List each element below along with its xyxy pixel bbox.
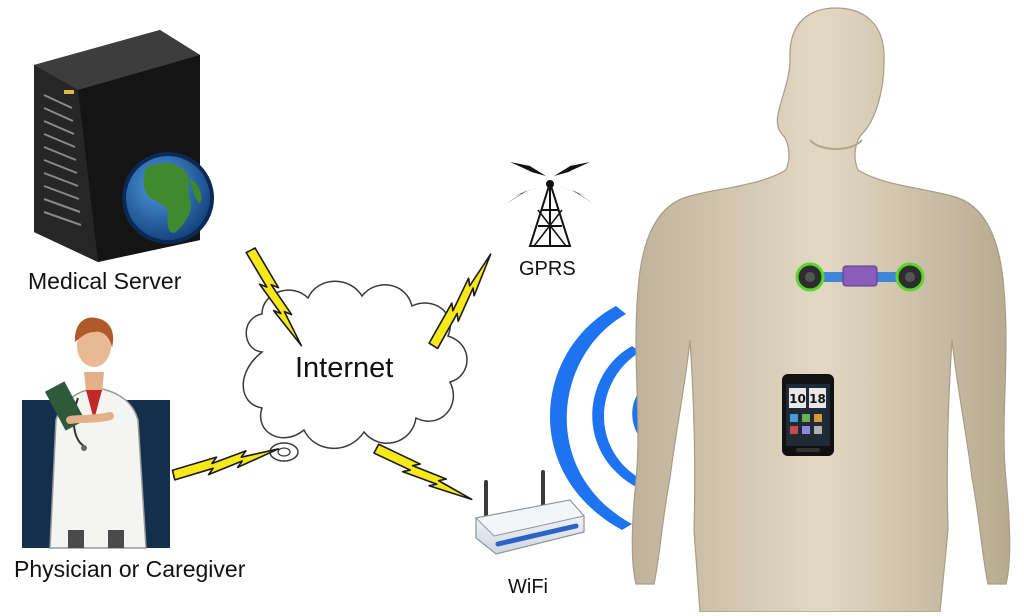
physician-icon bbox=[22, 317, 170, 549]
gprs-label: GPRS bbox=[519, 258, 576, 280]
chest-sensor-strap bbox=[795, 262, 925, 292]
internet-label: Internet bbox=[295, 352, 394, 384]
physician-label: Physician or Caregiver bbox=[14, 556, 246, 582]
lightning-bolt-wifi bbox=[373, 443, 473, 501]
mannequin bbox=[631, 0, 1024, 613]
wifi-label: WiFi bbox=[508, 576, 548, 598]
phone-clock-hour: 10 bbox=[789, 392, 806, 406]
medical-server-label: Medical Server bbox=[28, 268, 182, 294]
lightning-bolt-server bbox=[245, 247, 303, 347]
internet-cloud bbox=[242, 280, 468, 462]
lightning-bolt-physician bbox=[171, 448, 280, 481]
lightning-bolt-gprs bbox=[428, 253, 492, 350]
smartphone-icon: 10 18 bbox=[782, 374, 834, 456]
globe-icon bbox=[122, 152, 214, 244]
phone-clock-minute: 18 bbox=[809, 392, 826, 406]
wifi-router-icon bbox=[474, 470, 585, 555]
gprs-tower-icon bbox=[506, 160, 594, 247]
